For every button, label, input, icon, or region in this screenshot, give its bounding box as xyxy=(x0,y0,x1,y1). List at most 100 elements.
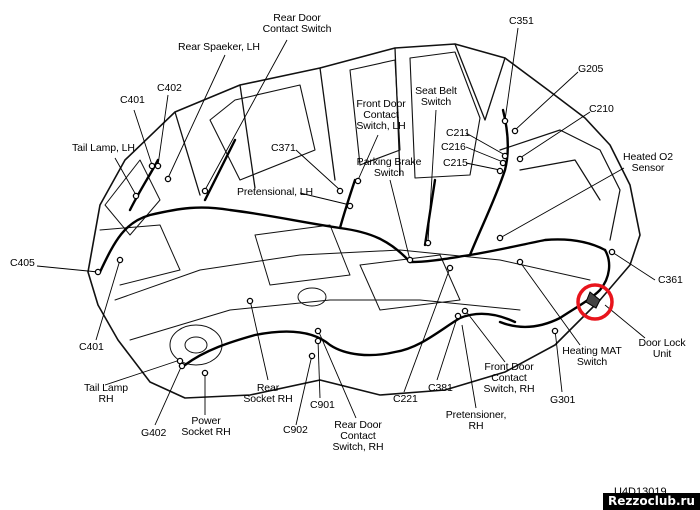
label-door-lock-unit: Door Lock Unit xyxy=(638,337,686,360)
floor-plug xyxy=(297,287,327,307)
connector-rear-socket-rh xyxy=(246,297,254,305)
label-front-door-contact-switch-rh: Front Door Contact Switch, RH xyxy=(483,361,535,395)
leader-rear-socket-rh xyxy=(249,299,269,381)
label-c902: C902 xyxy=(283,424,308,436)
leader-front-door-lh xyxy=(357,134,379,181)
harness-rear xyxy=(98,206,412,274)
connector-pretensional-lh xyxy=(346,202,354,210)
label-parking-brake-switch: Parking Brake Switch xyxy=(356,156,422,179)
connector-c210 xyxy=(516,155,524,163)
leader-tail-lamp-lh xyxy=(114,157,137,196)
label-c351: C351 xyxy=(509,15,534,27)
connector-front-door-lh xyxy=(354,177,362,185)
window-opening-rear xyxy=(209,84,316,181)
leader-tail-lamp-rh xyxy=(104,359,181,386)
connector-c401-top xyxy=(148,162,156,170)
label-c221: C221 xyxy=(393,393,418,405)
label-pretensional-lh: Pretensional, LH xyxy=(237,186,314,198)
leader-c902 xyxy=(295,354,313,426)
connector-c901 xyxy=(314,337,322,345)
leader-c361 xyxy=(611,251,656,281)
label-heating-mat-switch: Heating MAT Switch xyxy=(562,345,622,368)
label-rear-door-contact-switch-rh: Rear Door Contact Switch, RH xyxy=(332,419,384,453)
connector-c402-top xyxy=(154,162,162,170)
connector-heating-mat xyxy=(516,258,524,266)
label-c401-top: C401 xyxy=(120,94,145,106)
harness-right-side xyxy=(498,248,611,329)
leader-c211 xyxy=(465,132,506,156)
label-g402: G402 xyxy=(141,427,167,439)
window-opening-front xyxy=(409,51,481,179)
label-seat-belt-switch: Seat Belt Switch xyxy=(415,85,457,108)
leader-seat-belt xyxy=(427,109,437,243)
leader-rear-speaker-lh xyxy=(167,54,226,179)
harness-branch-pretensioner xyxy=(203,138,237,202)
leader-g205 xyxy=(514,71,579,131)
leader-c401-top xyxy=(133,109,153,166)
label-tail-lamp-rh: Tail Lamp RH xyxy=(83,382,129,405)
leader-c402-top xyxy=(157,94,169,166)
label-tail-lamp-lh: Tail Lamp, LH xyxy=(72,142,135,154)
leader-rear-door-contact-switch xyxy=(204,39,288,191)
connector-rear-door-contact xyxy=(201,187,209,195)
label-pretensioner-rh: Pretensioner, RH xyxy=(445,409,507,432)
connector-c215 xyxy=(496,167,504,175)
leader-c405 xyxy=(36,265,99,273)
connector-tail-lamp-lh xyxy=(132,192,140,200)
connector-seat-belt xyxy=(424,239,432,247)
harness-bottom xyxy=(183,312,517,367)
connector-g402 xyxy=(178,362,186,370)
connector-c216 xyxy=(499,159,507,167)
connector-c405 xyxy=(94,268,102,276)
leader-c901 xyxy=(317,339,321,399)
body-outline xyxy=(87,43,641,399)
connector-c351 xyxy=(501,117,509,125)
harness-branch-front-door-lh xyxy=(338,178,357,230)
harness-main xyxy=(408,238,607,264)
connector-g205 xyxy=(511,127,519,135)
label-c402-top: C402 xyxy=(157,82,182,94)
label-c401-bottom: C401 xyxy=(79,341,104,353)
firewall xyxy=(499,129,621,241)
label-g301: G301 xyxy=(550,394,576,406)
leader-pretensioner-rh xyxy=(461,324,477,409)
leader-g402 xyxy=(154,364,183,426)
connector-c401-bottom xyxy=(116,256,124,264)
leader-rear-door-rh xyxy=(317,329,357,419)
leader-heated-o2 xyxy=(499,167,625,239)
rear-pillar xyxy=(99,159,181,286)
label-c371: C371 xyxy=(271,142,296,154)
leader-c221 xyxy=(403,267,451,393)
leader-pretensional-lh xyxy=(299,192,351,206)
connector-rear-speaker-lh xyxy=(164,175,172,183)
door-lock-unit-component xyxy=(576,283,614,321)
label-c381: C381 xyxy=(428,382,453,394)
label-c211: C211 xyxy=(446,127,470,139)
leader-c216 xyxy=(465,146,504,163)
connector-c221 xyxy=(446,264,454,272)
roof-frame xyxy=(174,43,506,196)
label-rear-door-contact-switch: Rear Door Contact Switch xyxy=(262,12,332,35)
watermark: Rezzoclub.ru xyxy=(603,493,700,510)
leader-c351 xyxy=(504,27,519,121)
leader-heating-mat xyxy=(519,261,581,346)
label-c405: C405 xyxy=(10,257,35,269)
connector-c361 xyxy=(608,248,616,256)
label-c901: C901 xyxy=(310,399,335,411)
label-c215: C215 xyxy=(443,157,468,169)
connector-c902 xyxy=(308,352,316,360)
connector-c371 xyxy=(336,187,344,195)
leader-c371 xyxy=(295,149,341,191)
leader-c401-bottom xyxy=(95,259,121,341)
connector-rear-door-rh xyxy=(314,327,322,335)
leader-parking-brake xyxy=(389,179,411,261)
connector-power-socket-rh xyxy=(201,369,209,377)
floor-panel xyxy=(114,224,591,341)
leader-g301 xyxy=(554,329,563,393)
label-c210: C210 xyxy=(589,103,614,115)
connector-c381 xyxy=(454,312,462,320)
connector-parking-brake xyxy=(406,256,414,264)
connector-g301 xyxy=(551,327,559,335)
